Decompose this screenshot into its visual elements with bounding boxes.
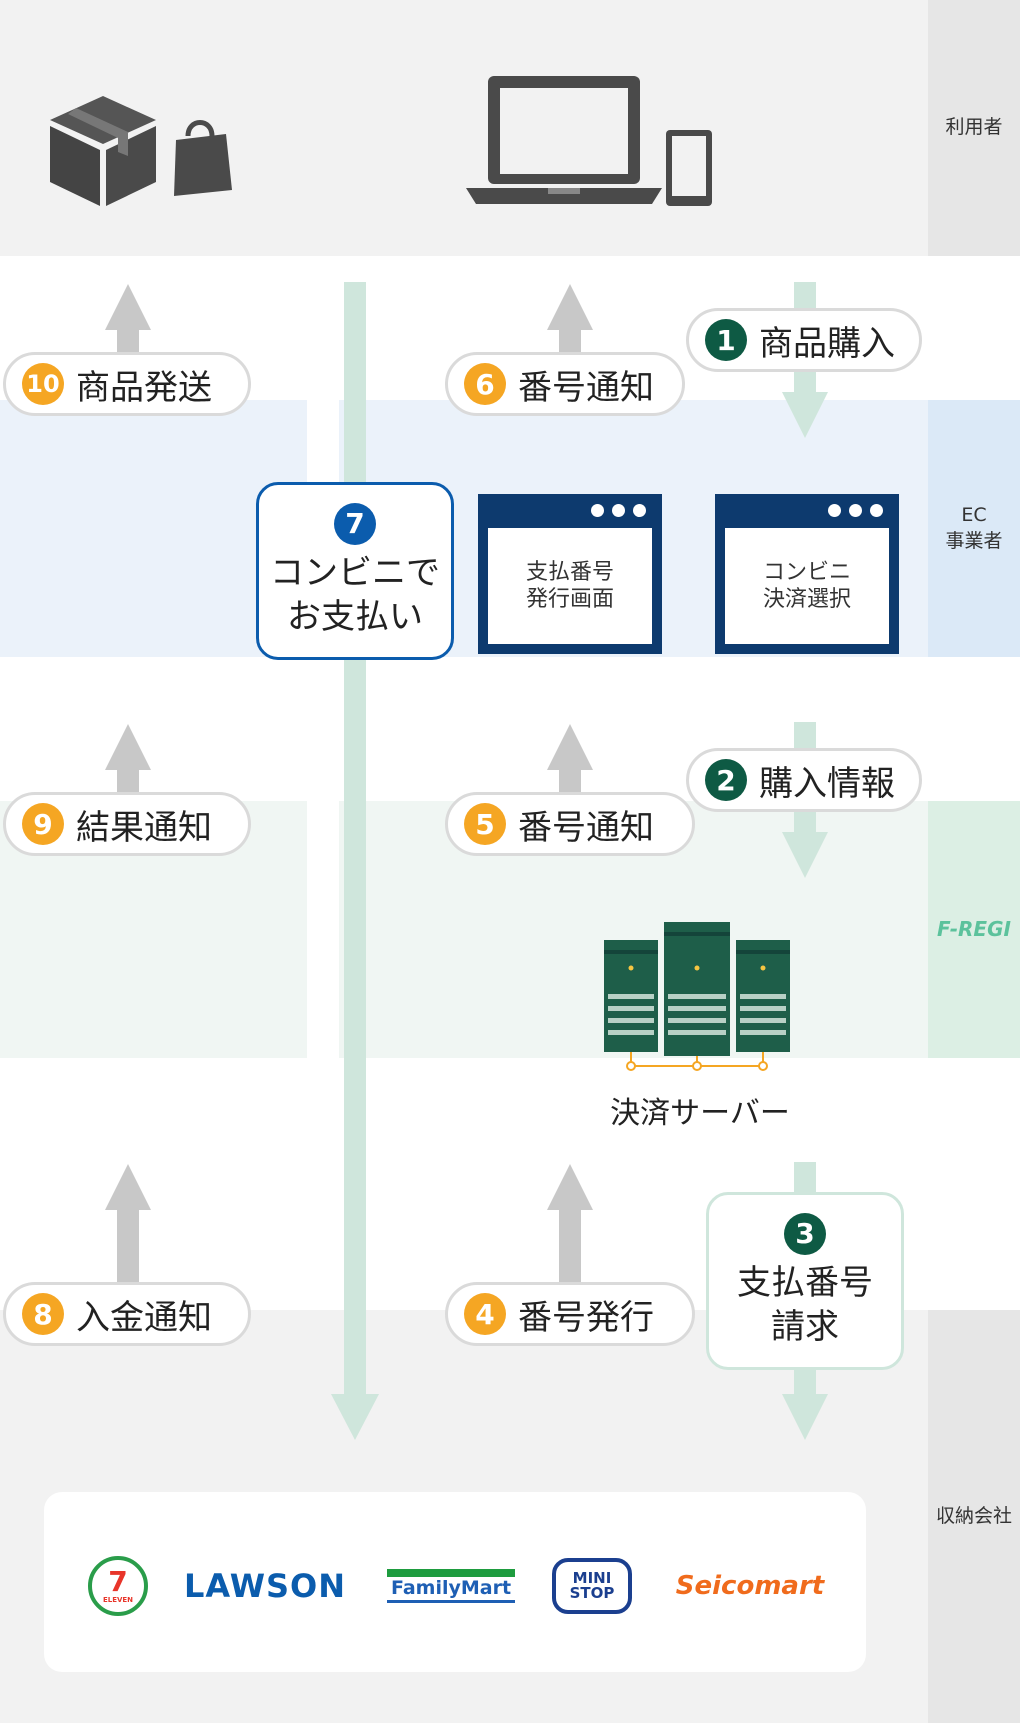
konbini-select-screen-body: コンビニ 決済選択 [725, 528, 889, 644]
payment-number-screen: 支払番号 発行画面 [478, 494, 662, 654]
store-logos-panel [44, 1492, 866, 1672]
server-icon [604, 922, 790, 1071]
fregi-logo: F-REGI [937, 917, 1011, 941]
label-gap-3 [928, 1058, 1020, 1310]
package-icon [50, 96, 156, 206]
laptop-icon [466, 76, 662, 204]
step-6-text: 番号通知 [518, 367, 654, 408]
arrow-head-5 [547, 724, 593, 770]
arrow-head-7 [331, 1394, 379, 1440]
shopping-bag-icon [174, 120, 232, 196]
lane-label-fregi: F-REGI [928, 801, 1020, 1058]
step-2-pill: 2 購入情報 [686, 748, 922, 812]
seven-eleven-number: 7 [108, 1565, 128, 1598]
step-6-number: 6 [464, 363, 506, 405]
lane-label-ec: EC 事業者 [928, 400, 1020, 657]
ec-label-line2: 事業者 [945, 529, 1003, 552]
payment-number-line1: 支払番号 [525, 559, 614, 585]
familymart-text: FamilyMart [390, 1577, 512, 1600]
arrow-head-10 [105, 284, 151, 330]
arrow-shaft-7 [344, 282, 366, 1398]
step-8-text: 入金通知 [76, 1297, 212, 1338]
konbini-select-line2: 決済選択 [762, 587, 851, 612]
step-5-pill: 5 番号通知 [445, 792, 695, 856]
payment-number-line2: 発行画面 [525, 587, 614, 612]
arrow-head-3 [782, 1394, 828, 1440]
lane-label-user: 利用者 [928, 0, 1020, 256]
step-9-number: 9 [22, 803, 64, 845]
arrow-head-8 [105, 1164, 151, 1210]
step-5-number: 5 [464, 803, 506, 845]
seven-eleven-logo: 7 ELEVEN [88, 1556, 148, 1616]
step-7-number: 7 [334, 502, 376, 545]
ec-label-line1: EC [961, 503, 987, 526]
step-3-line2: 請求 [771, 1307, 839, 1347]
step-1-pill: 1 商品購入 [686, 308, 922, 372]
window-dots-icon [828, 504, 883, 517]
step-6-pill: 6 番号通知 [445, 352, 685, 416]
step-9-text: 結果通知 [76, 807, 212, 848]
label-gap-1 [928, 256, 1020, 400]
step-8-pill: 8 入金通知 [3, 1282, 251, 1346]
step-4-pill: 4 番号発行 [445, 1282, 695, 1346]
step-3-line1: 支払番号 [737, 1262, 873, 1303]
step-3-box: 3 支払番号 請求 [706, 1192, 904, 1370]
seven-eleven-text: ELEVEN [102, 1596, 134, 1604]
step-9-pill: 9 結果通知 [3, 792, 251, 856]
step-7-box: 7 コンビニで お支払い [256, 482, 454, 660]
lawson-text: LAWSON [183, 1567, 347, 1605]
payment-number-screen-body: 支払番号 発行画面 [488, 528, 652, 644]
step-3-number: 3 [784, 1212, 826, 1255]
step-2-text: 購入情報 [759, 763, 895, 804]
ministop-line1: MINI [572, 1569, 612, 1587]
step-1-text: 商品購入 [759, 323, 895, 364]
store-label: 収納会社 [935, 1504, 1012, 1527]
step-7-line2: お支払い [287, 597, 423, 637]
seicomart-logo: Seicomart [668, 1566, 832, 1606]
step-4-text: 番号発行 [518, 1297, 654, 1338]
step-2-number: 2 [705, 759, 747, 801]
step-10-number: 10 [22, 363, 64, 405]
ministop-line2: STOP [569, 1584, 615, 1602]
smartphone-icon [666, 130, 712, 206]
step-5-text: 番号通知 [518, 807, 654, 848]
konbini-select-line1: コンビニ [762, 559, 851, 585]
arrow-head-4 [547, 1164, 593, 1210]
arrow-head-9 [105, 724, 151, 770]
arrow-head-2 [782, 832, 828, 878]
familymart-logo: FamilyMart [386, 1566, 516, 1606]
lane-label-store: 収納会社 [928, 1310, 1020, 1723]
server-label: 決済サーバー [610, 1096, 790, 1131]
step-10-pill: 10 商品発送 [3, 352, 251, 416]
konbini-select-screen: コンビニ 決済選択 [715, 494, 899, 654]
user-label: 利用者 [945, 116, 1003, 139]
step-7-line1: コンビニで [270, 552, 440, 593]
window-dots-icon [591, 504, 646, 517]
seicomart-text: Seicomart [675, 1571, 825, 1601]
ministop-logo: MINI STOP [552, 1558, 632, 1614]
lawson-logo: LAWSON [180, 1566, 350, 1606]
familymart-top-bar [387, 1569, 515, 1578]
arrow-head-1 [782, 392, 828, 438]
label-gap-2 [928, 657, 1020, 801]
column-gap-fregi [307, 801, 339, 1058]
step-10-text: 商品発送 [76, 367, 212, 408]
familymart-bottom-bar [387, 1599, 515, 1603]
step-8-number: 8 [22, 1293, 64, 1335]
step-1-number: 1 [705, 319, 747, 361]
arrows-layer [105, 282, 828, 1440]
step-4-number: 4 [464, 1293, 506, 1335]
arrow-head-6 [547, 284, 593, 330]
